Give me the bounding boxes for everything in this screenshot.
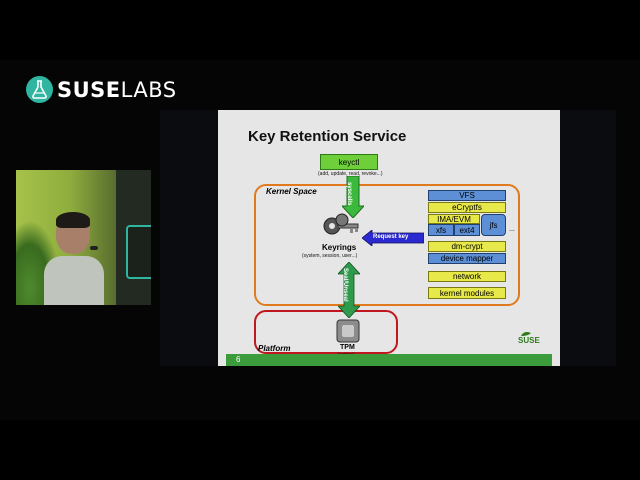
fs-ellipsis: ... [509, 226, 515, 233]
syscalls-arrow [342, 176, 364, 218]
request-key-arrow [362, 230, 424, 246]
seal-unseal-arrow [338, 262, 360, 318]
ecryptfs-box: eCryptfs [428, 202, 506, 213]
request-key-label: Request key [373, 234, 409, 240]
xfs-box: xfs [428, 224, 454, 236]
kernel-space-label: Kernel Space [266, 187, 317, 196]
keyrings-types: (system, session, user...) [302, 253, 358, 259]
keyctl-ops: (add, update, read, revoke...) [318, 171, 383, 177]
platform-region [254, 310, 398, 354]
slide-number: 6 [236, 355, 241, 364]
dm-crypt-box: dm-crypt [428, 241, 506, 252]
kernel-modules-box: kernel modules [428, 287, 506, 299]
suse-logo: SUSE [518, 332, 540, 345]
brand: SUSELABS [26, 76, 177, 103]
tpm-chip-icon [336, 319, 360, 343]
keyctl-box: keyctl [320, 154, 378, 170]
tpm-label: TPM [340, 344, 355, 351]
seal-unseal-label: Seal/Unseal [342, 268, 348, 302]
jfs-box: jfs [481, 214, 506, 236]
kernel-space-region [254, 184, 520, 306]
slide-footer-bar [226, 354, 552, 366]
keyrings-label: Keyrings [322, 243, 357, 252]
flask-icon [26, 76, 53, 103]
slide: Key Retention Service keyctl (add, updat… [218, 110, 560, 366]
chameleon-icon [521, 332, 531, 336]
speaker-camera [16, 170, 151, 305]
slide-title: Key Retention Service [248, 128, 407, 145]
ima-evm-box: IMA/EVM [428, 214, 480, 224]
device-mapper-box: device mapper [428, 253, 506, 264]
platform-label: Platform [258, 344, 291, 353]
syscalls-label: syscalls [346, 182, 352, 206]
brand-name: SUSELABS [57, 77, 177, 102]
network-box: network [428, 271, 506, 282]
keyrings-icon [323, 213, 359, 235]
vfs-box: VFS [428, 190, 506, 201]
ext4-box: ext4 [454, 224, 480, 236]
